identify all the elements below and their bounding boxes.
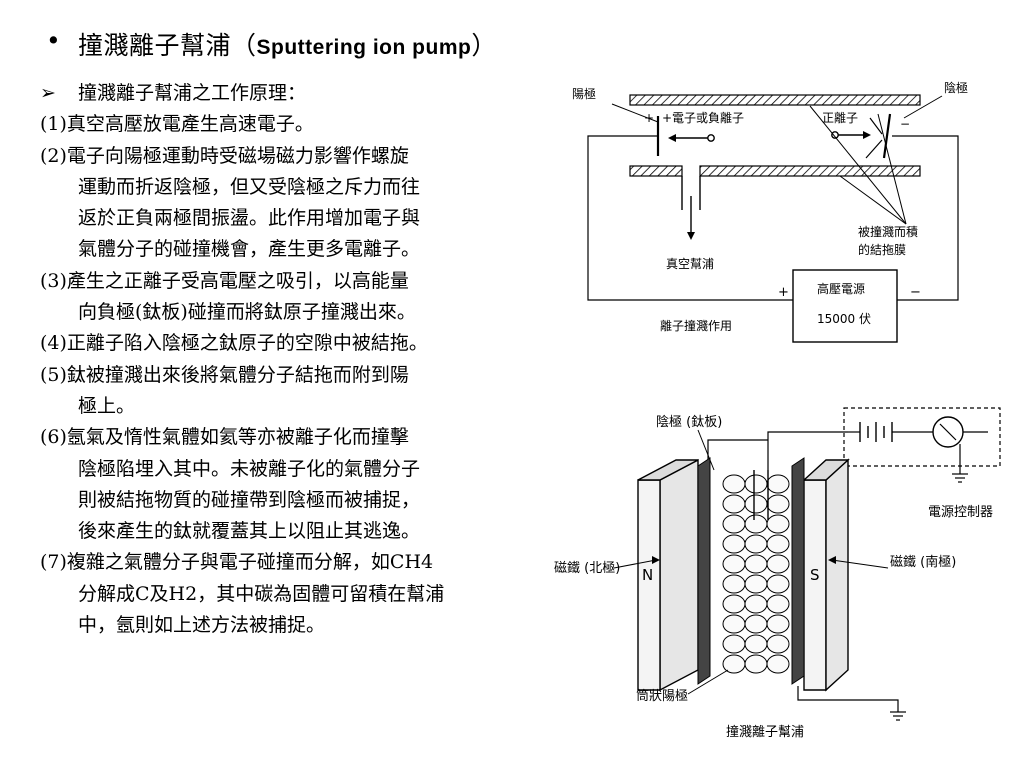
label-magnet-south: 磁鐵 (南極)	[890, 554, 956, 570]
label-psu-line-1: 高壓電源	[817, 281, 865, 296]
figure-2-caption: 撞濺離子幫浦	[726, 724, 804, 740]
body-line: (5)鈦被撞濺出來後將氣體分子結拖而附到陽	[40, 363, 409, 386]
label-wire-minus: −	[910, 285, 921, 300]
body-line: 返於正負兩極間振盪。此作用增加電子與	[78, 207, 421, 230]
anode-cell	[744, 474, 768, 494]
anode-cell	[744, 534, 768, 554]
body-text: ➢ 撞濺離子幫浦之工作原理： (1)真空高壓放電產生高速電子。 (2)電子向陽極運動…	[40, 78, 560, 641]
title-bullet: •	[46, 26, 62, 55]
figure-pump-structure: 陰極 (鈦板) 電源控制器 磁鐵 (北極) 磁鐵 (南極) N S 筒狀陽極 撞…	[554, 407, 1001, 740]
body-line: 極上。	[78, 394, 136, 417]
body-line: 向負極(鈦板)碰撞而將鈦原子撞濺出來。	[78, 301, 416, 324]
body-line: (3)產生之正離子受高電壓之吸引，以高能量	[40, 269, 409, 292]
anode-cell	[766, 594, 790, 614]
anode-cell	[766, 654, 790, 674]
page-title: • 撞濺離子幫浦（Sputtering ion pump）	[46, 26, 497, 62]
anode-cell	[744, 514, 768, 534]
anode-cell	[766, 554, 790, 574]
label-electron: +電子或負離子	[662, 111, 744, 125]
label-magnet-north: 磁鐵 (北極)	[554, 560, 620, 576]
label-controller: 電源控制器	[928, 505, 993, 520]
anode-cell	[722, 634, 746, 654]
body-line: (7)複雜之氣體分子與電子碰撞而分解，如CH4	[40, 551, 434, 574]
anode-cell	[744, 634, 768, 654]
label-plus-sign: +	[644, 111, 654, 125]
cathode-electrode	[882, 113, 892, 159]
anode-cell	[766, 614, 790, 634]
body-line: 分解成C及H2，其中碳為固體可留積在幫浦	[78, 582, 445, 605]
body-heading-line: ➢ 撞濺離子幫浦之工作原理：	[40, 78, 560, 109]
anode-cell	[744, 594, 768, 614]
anode-cell	[766, 634, 790, 654]
label-s: S	[810, 566, 820, 584]
body-line: 陰極陷埋入其中。未被離子化的氣體分子	[78, 457, 421, 480]
anode-cell	[744, 614, 768, 634]
label-positive-ion: 正離子	[822, 111, 858, 125]
anode-cell	[722, 554, 746, 574]
label-vacuum-pump: 真空幫浦	[666, 256, 714, 271]
title-english: Sputtering ion pump	[256, 36, 472, 59]
label-minus-sign: −	[900, 117, 910, 131]
label-anode-cylinder: 筒狀陽極	[636, 688, 688, 704]
body-line: 氣體分子的碰撞機會，產生更多電離子。	[78, 238, 421, 261]
anode-cell	[744, 654, 768, 674]
title-chinese: 撞濺離子幫浦（	[78, 31, 257, 60]
anode-cell	[722, 614, 746, 634]
magnet-north	[659, 458, 699, 692]
tube-bottom-wall-right	[699, 165, 921, 177]
anode-cell	[766, 534, 790, 554]
body-line: (2)電子向陽極運動時受磁場磁力影響作螺旋	[40, 144, 409, 167]
label-psu-line-2: 15000 伏	[817, 312, 871, 326]
anode-cell	[722, 514, 746, 534]
anode-cell	[766, 474, 790, 494]
anode-cell	[766, 574, 790, 594]
label-film-1: 被撞濺而積	[858, 224, 918, 239]
ground-icon-bottom	[890, 711, 906, 721]
arrow-bullet-icon: ➢	[40, 82, 56, 104]
body-line: 中，氬則如上述方法被捕捉。	[78, 614, 326, 637]
battery-icon	[859, 422, 893, 442]
anode-cell	[766, 494, 790, 514]
high-voltage-supply	[792, 269, 898, 343]
anode-cell	[744, 554, 768, 574]
label-anode: 陽極	[572, 86, 596, 101]
anode-cell	[722, 654, 746, 674]
anode-cell	[766, 514, 790, 534]
figure-1-caption: 離子撞濺作用	[660, 318, 732, 333]
body-line: 則被結拖物質的碰撞帶到陰極而被捕捉，	[78, 488, 421, 511]
anode-cell	[722, 534, 746, 554]
tube-top-wall	[629, 94, 921, 106]
ground-icon-top	[952, 473, 968, 483]
label-cathode-plate: 陰極 (鈦板)	[656, 414, 722, 430]
anode-cell	[722, 474, 746, 494]
label-film-2: 的結拖膜	[858, 242, 906, 257]
label-cathode: 陰極	[944, 80, 968, 95]
anode-cell	[722, 574, 746, 594]
anode-cell	[744, 494, 768, 514]
figure-ion-sputtering: 陽極 陰極 +電子或負離子 正離子 + − 被撞濺而積 的結拖膜 真空幫浦 高壓…	[572, 80, 968, 343]
anode-cell	[722, 594, 746, 614]
label-n: N	[642, 566, 653, 584]
body-line: 後來產生的鈦就覆蓋其上以阻止其逃逸。	[78, 520, 421, 543]
anode-cell	[722, 494, 746, 514]
label-wire-plus: +	[778, 285, 789, 300]
body-heading: 撞濺離子幫浦之工作原理：	[78, 82, 307, 104]
anode-cells	[722, 474, 790, 674]
title-close: ）	[471, 31, 497, 60]
body-line: (6)氬氣及惰性氣體如氦等亦被離子化而撞擊	[40, 426, 409, 449]
tube-bottom-wall-left	[629, 165, 683, 177]
anode-cell	[744, 574, 768, 594]
body-line: (4)正離子陷入陰極之鈦原子的空隙中被結拖。	[40, 332, 428, 355]
body-line: (1)真空高壓放電產生高速電子。	[40, 113, 314, 136]
magnet-south	[803, 479, 827, 691]
body-line: 運動而折返陰極，但又受陰極之斥力而往	[78, 175, 421, 198]
